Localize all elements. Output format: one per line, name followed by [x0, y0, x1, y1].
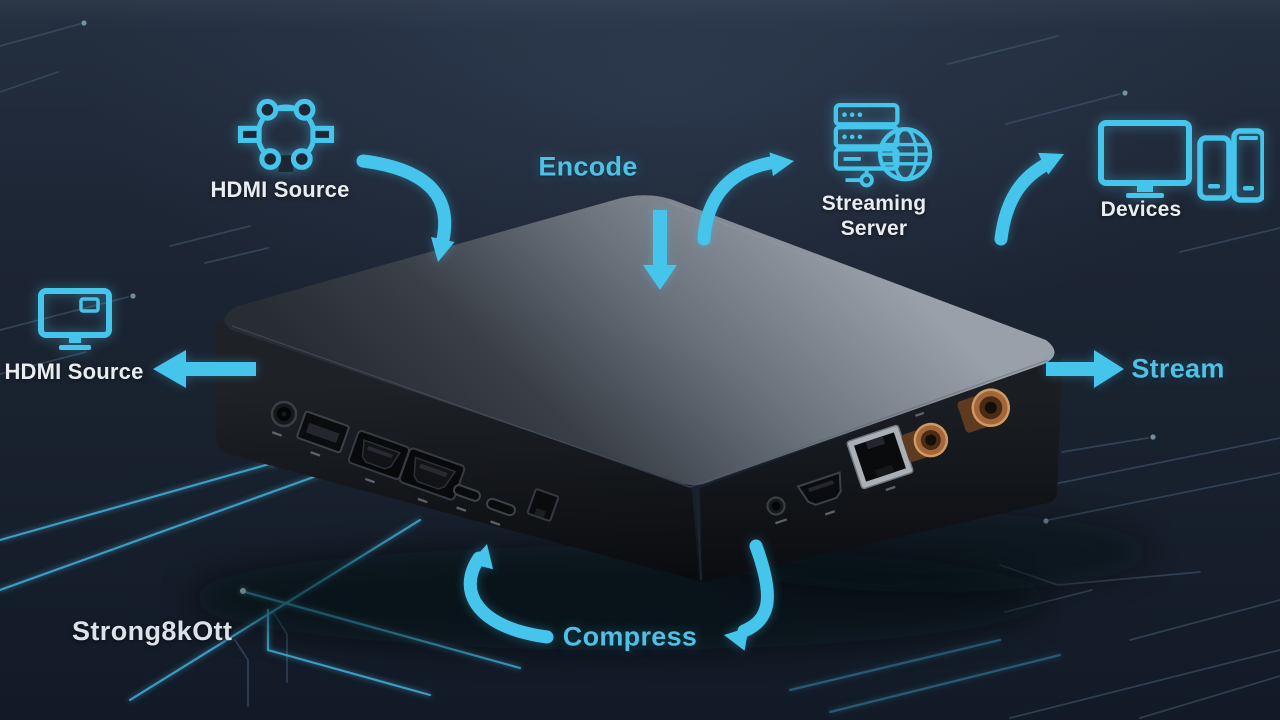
port-audio-jack-right: [766, 496, 788, 525]
device-front-edge: [231, 325, 1049, 488]
circuit-trace: [0, 351, 87, 375]
port-usb-c-2: [486, 497, 516, 526]
arrow-server-to-devices: [994, 152, 1064, 246]
circuit-trace: [1005, 93, 1121, 125]
port-hdmi-2: [398, 447, 466, 504]
circuit-trace: [828, 653, 1062, 714]
circuit-trace: [1009, 649, 1280, 719]
circuit-trace: [947, 35, 1059, 65]
label-encode: Encode: [538, 151, 638, 182]
circuit-trace: [204, 247, 269, 264]
arrow-source-to-encoder: [356, 154, 455, 262]
label-streaming-server: Streaming Server: [821, 192, 927, 240]
circuit-trace: [1061, 437, 1149, 453]
port-antenna-2: [957, 378, 1011, 433]
circuit-trace: [0, 23, 81, 47]
arrow-encoder-to-stream: [1046, 350, 1124, 388]
device-top-face: [224, 195, 1055, 486]
monitor-icon: [38, 288, 112, 354]
label-hdmi-source-left: HDMI Source: [4, 359, 144, 384]
circuit-trace: [1139, 675, 1280, 719]
arrow-encoder-to-hdmi-left: [153, 350, 256, 388]
arrow-compress-to-encoder: [463, 544, 554, 644]
label-compress: Compress: [562, 621, 698, 652]
monitor-phone-tablet-icon: [1098, 120, 1264, 204]
trace-node: [1150, 434, 1156, 440]
port-usb-c-1: [452, 484, 482, 512]
circuit-trace: [1047, 472, 1280, 521]
label-devices: Devices: [1100, 198, 1182, 221]
circuit-trace: [0, 461, 275, 542]
circuit-trace: [1179, 227, 1280, 253]
trace-node: [81, 20, 87, 26]
trace-node: [130, 293, 136, 299]
circuit-trace: [1034, 437, 1280, 489]
trace-node: [1122, 90, 1128, 96]
device-corner-edge: [696, 488, 702, 581]
port-audio-jack-left: [270, 400, 298, 437]
server-globe-icon: [832, 103, 932, 188]
device-edge-highlight: [667, 201, 1053, 351]
port-antenna-1: [901, 411, 949, 462]
circuit-trace: [788, 638, 1002, 692]
port-ethernet-rj45: [846, 424, 914, 492]
label-hdmi-source-top: HDMI Source: [210, 177, 350, 202]
circuit-trace: [1129, 599, 1280, 641]
port-usb-a: [296, 410, 350, 457]
circuit-trace: [0, 472, 324, 592]
encoder-device: [190, 195, 1150, 650]
circuit-trace: [169, 225, 251, 247]
flow-arrows: [153, 152, 1124, 651]
arrow-encoder-to-compress: [724, 539, 774, 651]
watermark: Strong8kOtt: [72, 616, 233, 646]
arrow-encode-down: [643, 210, 677, 290]
circuit-trace: [234, 639, 249, 707]
network-nodes-icon: [236, 94, 336, 172]
port-rj-small: [526, 488, 560, 522]
port-hdmi-right: [796, 471, 842, 516]
arrow-encoder-to-server: [697, 152, 794, 246]
circuit-trace: [0, 71, 59, 93]
device-front-left-face: [215, 320, 699, 581]
label-stream: Stream: [1131, 353, 1225, 384]
